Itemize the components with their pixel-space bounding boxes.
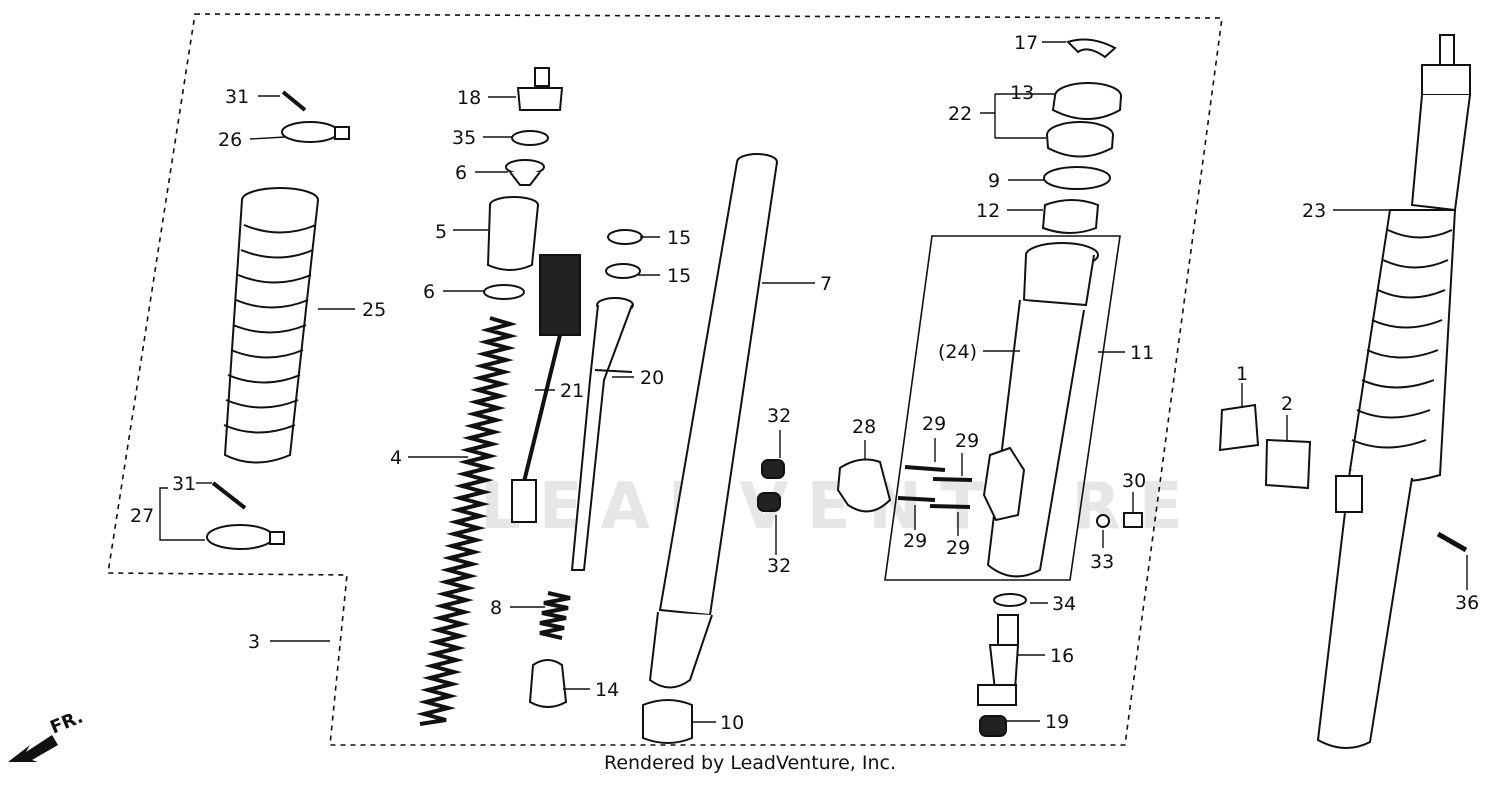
callout-6a: 6 (455, 162, 467, 184)
stud-bolts-part (897, 465, 973, 509)
boot-clamp-lower-part (206, 524, 285, 550)
credit-text: Rendered by LeadVenture, Inc. (603, 752, 897, 774)
bracket-b-part (1264, 438, 1312, 490)
inner-tube-part (648, 153, 778, 689)
watermark: LEADVENTURE (480, 470, 1201, 544)
damper-rod-part (511, 254, 581, 523)
callout-12: 12 (976, 200, 1000, 222)
callout-29d: 29 (946, 537, 970, 559)
callout-29a: 29 (922, 413, 946, 435)
spring-collar-part (486, 196, 539, 271)
callout-31b: 31 (172, 473, 196, 495)
callout-15b: 15 (667, 265, 691, 287)
boot-clamp-upper-part (281, 121, 350, 143)
callout-36: 36 (1455, 592, 1479, 614)
callout-28: 28 (852, 416, 876, 438)
callout-33: 33 (1090, 551, 1114, 573)
front-fork-assembly-part (1316, 34, 1471, 749)
callout-20: 20 (640, 367, 664, 389)
callout-18: 18 (457, 87, 481, 109)
bracket-a-part (1218, 403, 1260, 452)
leader-lines (159, 41, 1468, 723)
damper-seal-lower-part (757, 492, 781, 512)
front-direction-arrow (8, 735, 58, 762)
callout-15a: 15 (667, 227, 691, 249)
callout-labels: 31 26 25 31 27 3 4 5 6 6 18 35 21 20 15 … (130, 32, 1479, 734)
spring-seat-upper-lip (509, 171, 541, 186)
callout-5: 5 (435, 221, 447, 243)
callout-29b: 29 (955, 430, 979, 452)
callout-14: 14 (595, 679, 619, 701)
callout-24: (24) (938, 341, 977, 363)
damper-seal-upper-part (761, 459, 785, 479)
callout-2: 2 (1281, 393, 1293, 415)
callout-4: 4 (390, 447, 402, 469)
oil-seal-set-part (1046, 82, 1122, 158)
callout-27: 27 (130, 505, 154, 527)
callout-19: 19 (1045, 711, 1069, 733)
callout-3: 3 (248, 631, 260, 653)
callout-26: 26 (218, 129, 242, 151)
washer-lower-part (605, 263, 641, 279)
bolt-upper-part (281, 90, 307, 112)
guide-bushing-part (1041, 199, 1100, 234)
callout-8: 8 (490, 597, 502, 619)
callout-16: 16 (1050, 645, 1074, 667)
axle-holder-part (836, 458, 892, 513)
callout-29c: 29 (903, 530, 927, 552)
slider-bushing-part (642, 699, 693, 744)
fork-spring-part (416, 316, 518, 726)
retaining-clip-part (1066, 38, 1117, 59)
callout-30: 30 (1122, 470, 1146, 492)
callout-32a: 32 (767, 405, 791, 427)
rebound-spring-part (539, 591, 571, 640)
fork-cap-bolt-part (516, 67, 564, 111)
outer-tube-subbox (884, 235, 1121, 581)
callout-6b: 6 (423, 281, 435, 303)
callout-7: 7 (820, 273, 832, 295)
callout-21: 21 (560, 380, 584, 402)
bolt-lower-part (211, 481, 247, 510)
small-bolt-part (1123, 512, 1143, 528)
callout-32b: 32 (767, 555, 791, 577)
spring-seat-lower-part (483, 284, 525, 300)
socket-bolt-part (977, 614, 1020, 706)
callout-25: 25 (362, 299, 386, 321)
outer-tube-part (982, 242, 1099, 578)
sealing-washer-part (993, 593, 1027, 607)
callout-23: 23 (1302, 200, 1326, 222)
nut-part (1096, 514, 1110, 528)
callout-17: 17 (1014, 32, 1038, 54)
drain-plug-part (979, 715, 1007, 737)
backup-ring-part (1043, 166, 1111, 190)
oil-lock-piece-part (528, 659, 568, 708)
fork-cylinder-part (570, 297, 634, 571)
spring-seat-upper-part (505, 159, 545, 175)
mounting-bolt-part (1436, 531, 1468, 553)
dust-boot-part (223, 187, 319, 464)
callout-1: 1 (1236, 363, 1248, 385)
callout-13: 13 (1010, 82, 1034, 104)
callout-9: 9 (988, 170, 1000, 192)
callout-31a: 31 (225, 86, 249, 108)
o-ring-part (511, 130, 549, 146)
callout-10: 10 (720, 712, 744, 734)
washer-upper-part (607, 229, 643, 245)
callout-11: 11 (1130, 342, 1154, 364)
callout-35: 35 (452, 127, 476, 149)
callout-22: 22 (948, 103, 972, 125)
callout-34: 34 (1052, 593, 1076, 615)
